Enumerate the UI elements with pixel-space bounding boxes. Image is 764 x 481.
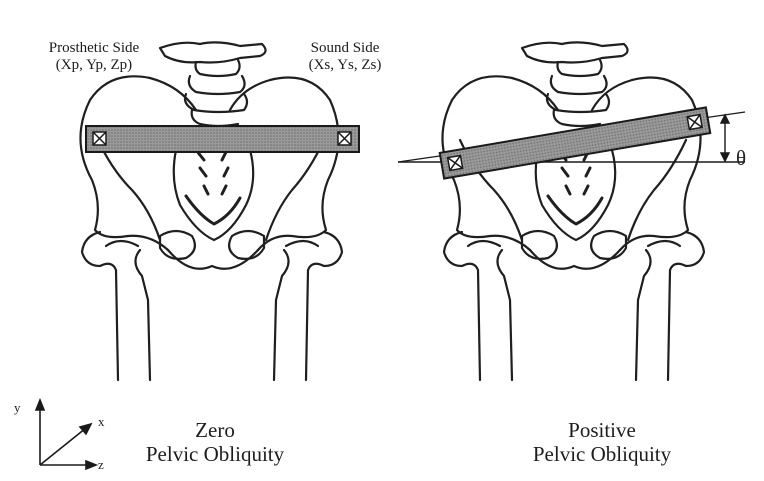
sound-side-label: Sound Side (Xs, Ys, Zs) bbox=[290, 40, 400, 75]
zero-caption-line1: Zero bbox=[130, 418, 300, 442]
positive-caption-line1: Positive bbox=[512, 418, 692, 442]
sound-side-title: Sound Side bbox=[290, 40, 400, 57]
prosthetic-side-label: Prosthetic Side (Xp, Yp, Zp) bbox=[34, 40, 154, 75]
left-bar-marker-sound bbox=[338, 132, 351, 145]
zero-caption-line2: Pelvic Obliquity bbox=[130, 442, 300, 466]
prosthetic-side-title: Prosthetic Side bbox=[34, 40, 154, 57]
prosthetic-side-coords: (Xp, Yp, Zp) bbox=[34, 57, 154, 74]
theta-label: θ bbox=[736, 146, 746, 171]
coordinate-axes bbox=[36, 400, 96, 469]
left-bar-marker-prosthetic bbox=[93, 132, 106, 145]
positive-caption-line2: Pelvic Obliquity bbox=[512, 442, 692, 466]
positive-obliquity-caption: Positive Pelvic Obliquity bbox=[512, 418, 692, 466]
sound-side-coords: (Xs, Ys, Zs) bbox=[290, 57, 400, 74]
theta-angle-arrow bbox=[721, 115, 729, 161]
axis-x-label: x bbox=[98, 414, 105, 430]
axis-z-label: z bbox=[98, 457, 104, 473]
left-pelvis-drawing bbox=[80, 42, 342, 380]
left-pelvic-bar bbox=[86, 126, 359, 152]
right-pelvis-drawing bbox=[442, 42, 704, 380]
zero-obliquity-caption: Zero Pelvic Obliquity bbox=[130, 418, 300, 466]
axis-y-label: y bbox=[14, 400, 21, 416]
